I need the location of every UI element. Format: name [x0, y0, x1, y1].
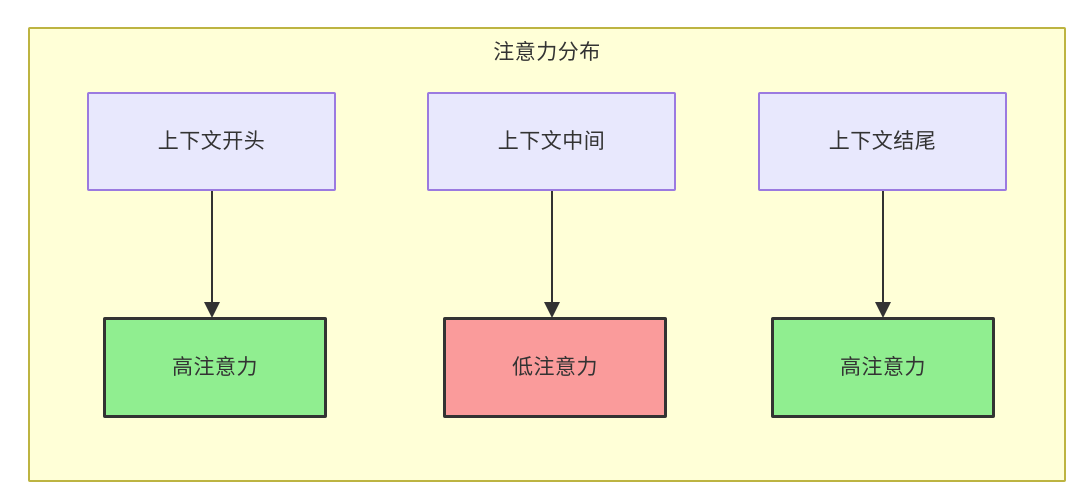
- node-high-attention-start[interactable]: 高注意力: [103, 317, 327, 418]
- node-label: 高注意力: [172, 356, 258, 379]
- node-label: 低注意力: [512, 356, 598, 379]
- node-label: 上下文结尾: [828, 130, 937, 153]
- node-high-attention-end[interactable]: 高注意力: [771, 317, 995, 418]
- node-label: 高注意力: [840, 356, 926, 379]
- node-context-start[interactable]: 上下文开头: [87, 92, 336, 191]
- node-context-middle[interactable]: 上下文中间: [427, 92, 676, 191]
- node-context-end[interactable]: 上下文结尾: [758, 92, 1007, 191]
- subgraph-title: 注意力分布: [493, 41, 601, 64]
- node-label: 上下文开头: [157, 130, 266, 153]
- node-label: 上下文中间: [497, 130, 606, 153]
- node-low-attention-middle[interactable]: 低注意力: [443, 317, 667, 418]
